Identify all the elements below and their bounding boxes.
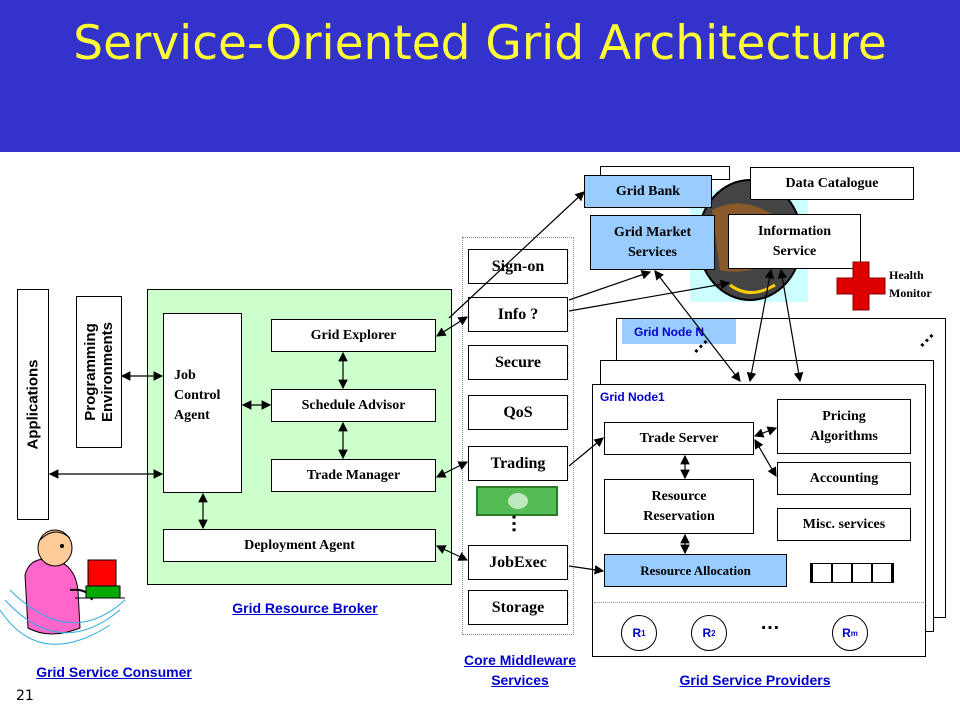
grid-resource-broker-caption: Grid Resource Broker bbox=[232, 600, 378, 616]
middleware-qos: QoS bbox=[468, 395, 568, 430]
middleware-storage: Storage bbox=[468, 590, 568, 625]
core-middleware-caption-line1: Core Middleware bbox=[463, 652, 577, 668]
applications-box bbox=[17, 289, 49, 520]
grid-bank-box: Grid Bank bbox=[584, 175, 712, 208]
programming-environments-label: Programming Environments bbox=[82, 297, 116, 447]
job-control-line2: Control bbox=[174, 388, 221, 403]
health-line2: Monitor bbox=[889, 286, 932, 300]
pricing-line1: Pricing bbox=[822, 408, 866, 424]
resource-reservation-line1: Resource bbox=[651, 488, 707, 504]
grid-service-consumer-caption: Grid Service Consumer bbox=[36, 664, 192, 680]
title-text: Service-Oriented Grid Architecture bbox=[73, 16, 887, 71]
middleware-jobexec: JobExec bbox=[468, 545, 568, 580]
applications-label: Applications bbox=[24, 359, 42, 450]
resource-reservation-box: Resource Reservation bbox=[604, 479, 754, 534]
data-catalogue-box: Data Catalogue bbox=[750, 167, 914, 200]
information-line1: Information bbox=[757, 223, 832, 239]
grid-market-line1: Grid Market bbox=[613, 224, 692, 240]
job-control-line1: Job bbox=[174, 368, 196, 383]
middleware-trading: Trading bbox=[468, 446, 568, 481]
grid-service-providers-caption: Grid Service Providers bbox=[679, 672, 831, 688]
trade-manager-box: Trade Manager bbox=[271, 459, 436, 492]
job-control-agent-box: Job Control Agent bbox=[163, 313, 242, 493]
grid-market-line2: Services bbox=[628, 244, 677, 260]
page-number: 21 bbox=[16, 688, 34, 704]
programming-label-line2: Environments bbox=[99, 321, 116, 423]
accounting-box: Accounting bbox=[777, 462, 911, 495]
middleware-secure: Secure bbox=[468, 345, 568, 380]
programming-label-line1: Programming bbox=[82, 323, 99, 421]
job-control-line3: Agent bbox=[174, 408, 210, 423]
resource-ellipsis: … bbox=[760, 612, 780, 634]
core-middleware-caption-line2: Services bbox=[491, 672, 549, 688]
page-title: Service-Oriented Grid Architecture bbox=[0, 14, 960, 74]
money-icon bbox=[476, 486, 558, 516]
deployment-agent-box: Deployment Agent bbox=[163, 529, 436, 562]
middleware-sign-on: Sign-on bbox=[468, 249, 568, 284]
health-line1: Health bbox=[889, 268, 924, 282]
pricing-line2: Algorithms bbox=[810, 428, 878, 444]
middleware-info: Info ? bbox=[468, 297, 568, 332]
resource-reservation-line2: Reservation bbox=[643, 508, 715, 524]
middleware-ellipsis: … bbox=[507, 513, 530, 534]
grid-explorer-box: Grid Explorer bbox=[271, 319, 436, 352]
information-service-box: Information Service bbox=[728, 214, 861, 269]
information-line2: Service bbox=[772, 243, 817, 259]
pricing-algorithms-box: Pricing Algorithms bbox=[777, 399, 911, 454]
trade-server-box: Trade Server bbox=[604, 422, 754, 455]
health-monitor-label: Health Monitor bbox=[889, 266, 932, 302]
title-banner bbox=[0, 0, 960, 152]
core-middleware-caption: Core Middleware Services bbox=[420, 650, 620, 690]
resource-allocation-box: Resource Allocation bbox=[604, 554, 787, 587]
grid-market-services-box: Grid Market Services bbox=[590, 215, 715, 270]
job-queue-icon bbox=[810, 563, 894, 583]
programming-environments-box bbox=[76, 296, 122, 448]
grid-node-1-label: Grid Node1 bbox=[600, 390, 665, 404]
node-divider bbox=[594, 602, 924, 603]
misc-services-box: Misc. services bbox=[777, 508, 911, 541]
schedule-advisor-box: Schedule Advisor bbox=[271, 389, 436, 422]
